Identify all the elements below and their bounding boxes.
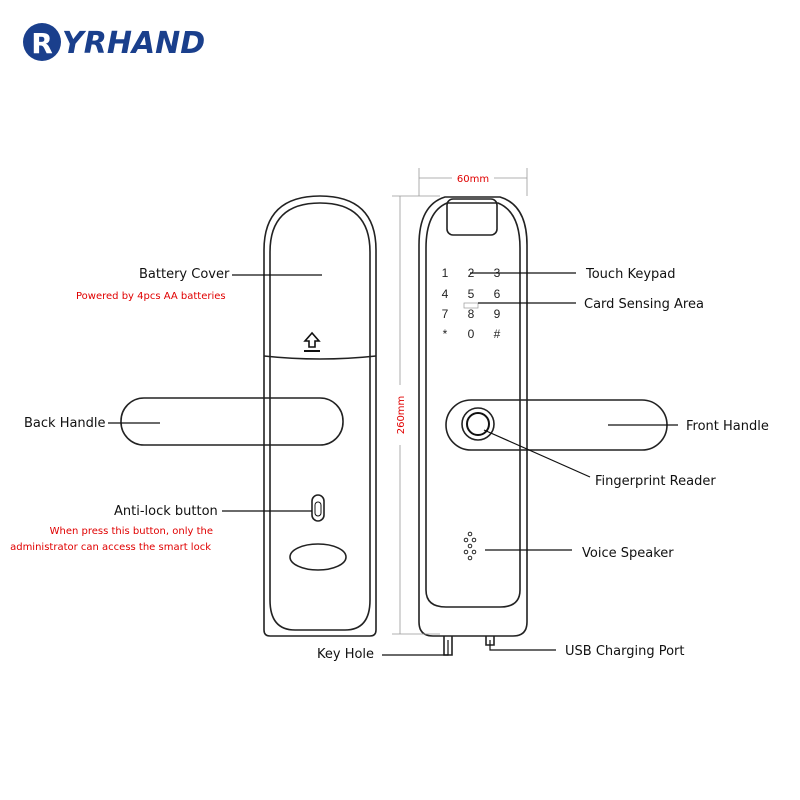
label-back-handle: Back Handle: [24, 416, 106, 431]
speaker-icon: [463, 531, 477, 561]
label-battery-cover: Battery Cover: [139, 267, 230, 282]
battery-cover-seam: [263, 355, 377, 360]
keypad-key: 7: [442, 307, 449, 321]
label-card-sensing: Card Sensing Area: [584, 297, 704, 312]
label-key-hole: Key Hole: [317, 647, 374, 662]
back-lock: [120, 195, 377, 637]
keypad-key: 6: [494, 287, 501, 301]
dimension-width: 60mm: [418, 168, 528, 196]
note-anti-lock-2: administrator can access the smart lock: [10, 542, 211, 553]
arrow-up-icon: [303, 331, 321, 352]
label-anti-lock: Anti-lock button: [114, 504, 218, 519]
fingerprint-reader: [461, 407, 495, 441]
keypad-key: #: [494, 327, 501, 341]
speaker-hole: [471, 537, 477, 543]
anti-lock-button: [311, 494, 325, 522]
label-usb-port: USB Charging Port: [565, 644, 684, 659]
keypad-key: *: [443, 327, 448, 341]
keypad-key: 5: [468, 287, 475, 301]
logo-text: YRHAND: [62, 26, 205, 61]
speaker-hole: [471, 549, 477, 555]
key-hole: [289, 543, 347, 571]
logo-mark-letter: R: [31, 27, 53, 60]
speaker-hole: [467, 555, 473, 561]
label-fingerprint: Fingerprint Reader: [595, 474, 716, 489]
dimension-height: 260mm: [392, 195, 440, 635]
camera-window: [446, 198, 498, 236]
speaker-hole: [467, 531, 473, 537]
note-anti-lock-1: When press this button, only the: [50, 526, 213, 537]
card-sensing-icon: [463, 302, 479, 309]
label-voice-speaker: Voice Speaker: [582, 546, 674, 561]
speaker-hole: [463, 549, 469, 555]
keypad-key: 1: [442, 266, 449, 280]
note-battery: Powered by 4pcs AA batteries: [76, 291, 226, 302]
keypad-key: 8: [468, 307, 475, 321]
height-label: 260mm: [396, 396, 407, 435]
speaker-hole: [463, 537, 469, 543]
fingerprint-icon: [466, 412, 490, 436]
back-handle: [120, 397, 344, 446]
brand-logo: R YRHAND: [23, 23, 205, 61]
width-label: 60mm: [457, 174, 489, 185]
speaker-hole: [467, 543, 473, 549]
keypad-key: 9: [494, 307, 501, 321]
keypad-key: 0: [468, 327, 475, 341]
keypad-key: 4: [442, 287, 449, 301]
logo-mark-icon: [23, 23, 61, 61]
label-front-handle: Front Handle: [686, 419, 769, 434]
label-touch-keypad: Touch Keypad: [585, 267, 675, 282]
